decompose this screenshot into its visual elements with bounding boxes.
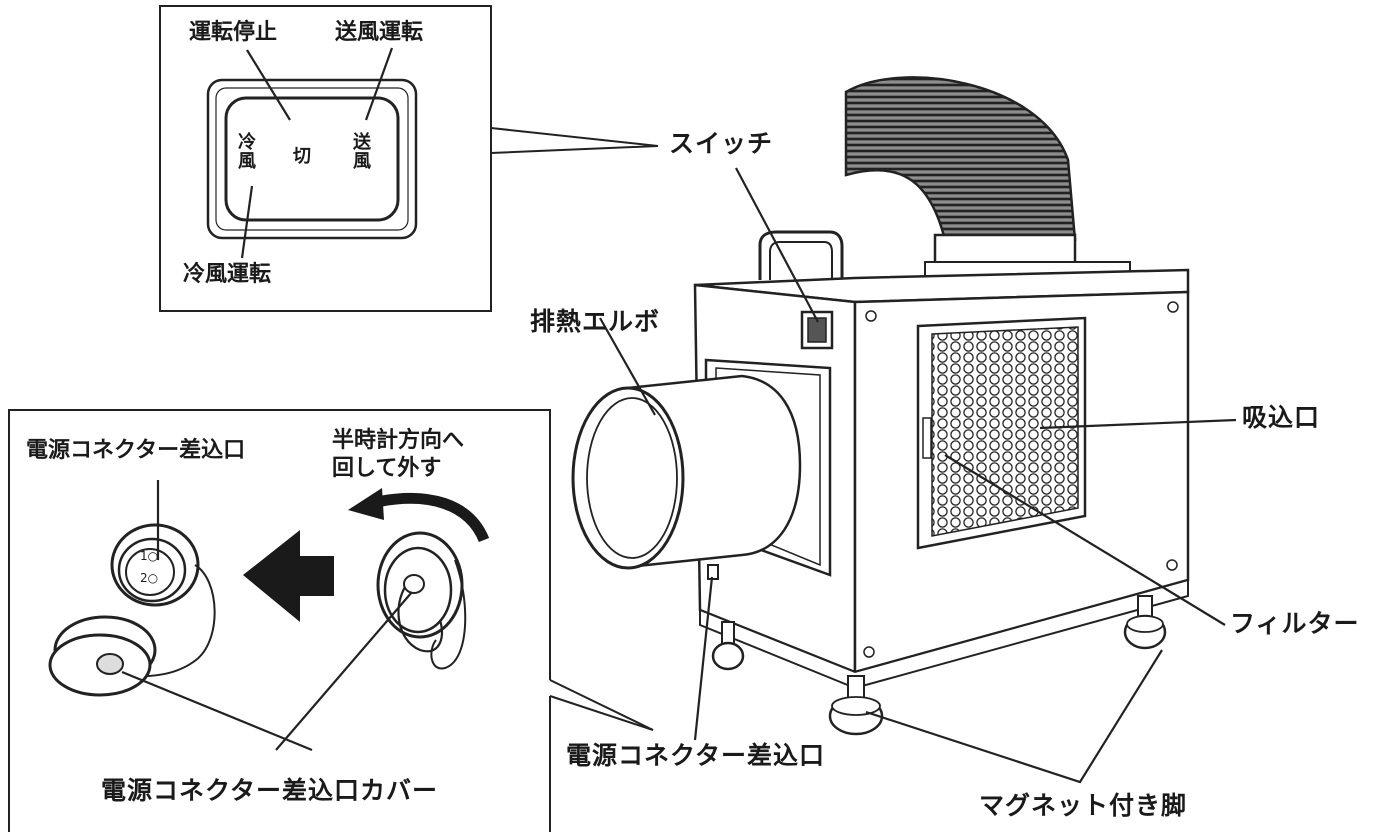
cool-leader xyxy=(240,185,254,259)
callout-switch: スイッチ xyxy=(669,129,774,158)
label-cool-mode: 冷風運転 xyxy=(183,262,272,287)
power-socket-open xyxy=(110,480,216,679)
magnet-foot-front xyxy=(828,675,884,736)
callout-intake: 吸込口 xyxy=(1242,403,1321,432)
label-instruction-1: 半時計方向へ xyxy=(332,428,465,453)
label-stop: 運転停止 xyxy=(189,20,278,45)
connector-cap-loose xyxy=(48,615,313,752)
label-connector-detail: 電源コネクター差込口 xyxy=(26,438,246,463)
magnet-foot-left-back xyxy=(711,621,745,671)
left-arrow-icon xyxy=(243,530,334,622)
callout-exhaust-elbow: 排熱エルボ xyxy=(530,307,661,336)
cover-leader-right xyxy=(275,591,413,751)
pin-label-1: 1○ xyxy=(140,549,159,563)
label-instruction-2: 回して外す xyxy=(332,456,442,481)
callout-leaders xyxy=(599,167,1237,784)
switch-zoom-lines xyxy=(490,127,659,154)
stop-leader xyxy=(246,49,291,121)
fan-leader xyxy=(364,47,394,121)
callout-magnet-feet: マグネット付き脚 xyxy=(979,791,1188,820)
spot-cooler-unit xyxy=(571,76,1190,736)
unit-power-connector xyxy=(707,564,719,580)
label-fan-mode: 送風運転 xyxy=(335,20,424,45)
switch-face-cool: 冷 風 xyxy=(238,132,256,172)
callout-filter: フィルター xyxy=(1230,609,1360,638)
exhaust-hose xyxy=(844,76,1077,242)
connector-detail-panel xyxy=(8,409,654,832)
intake-grille xyxy=(931,326,1079,537)
power-socket-capped xyxy=(275,531,467,751)
switch-face-off: 切 xyxy=(293,146,311,167)
switch-face-fan: 送 風 xyxy=(353,132,371,172)
magnet-foot-right xyxy=(1123,595,1167,650)
rotate-arrow-icon xyxy=(370,492,490,543)
switch-detail-panel xyxy=(159,5,659,312)
carry-handle xyxy=(758,230,844,280)
pin-label-2: 2○ xyxy=(140,571,159,585)
label-connector-cover: 電源コネクター差込口カバー xyxy=(101,776,439,805)
filter-tab xyxy=(922,417,932,459)
callout-power-connector: 電源コネクター差込口 xyxy=(566,741,826,770)
cover-leader-left xyxy=(121,670,313,752)
